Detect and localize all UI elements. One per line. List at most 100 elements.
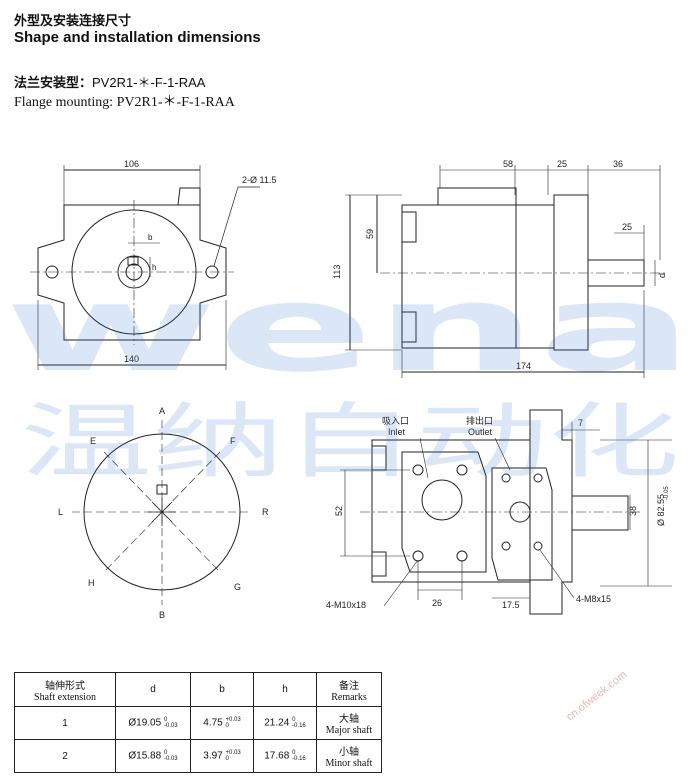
row1-b-up: +0.03 (225, 717, 241, 723)
row2-h-lo: -0.16 (292, 756, 306, 762)
outlet-bolt-3 (501, 541, 511, 551)
row2-remark-cn: 小轴 (339, 747, 359, 758)
row2-remark-en: Minor shaft (325, 758, 373, 769)
rear-view: A B E F L R H G (58, 406, 269, 620)
inlet-bolt-2 (456, 464, 468, 476)
dim-d: d (657, 273, 667, 278)
header-col5-en: Remarks (331, 691, 367, 703)
dim-59: 59 (365, 229, 375, 239)
row1-d-lo: -0.03 (163, 723, 178, 729)
port-view: 吸入口 Inlet 排出口 Outlet 7 52 38 Ø 82.55 -0.… (326, 409, 672, 615)
dim-58: 58 (503, 159, 513, 169)
row2-h: 17.68 0-0.16 (253, 739, 317, 773)
outlet-label-en: Outlet (468, 427, 493, 437)
row1-h-tol: 0-0.16 (292, 717, 306, 729)
row2-no: 2 (14, 739, 116, 773)
row1-d-up: 0 (163, 717, 168, 723)
inlet-label-en: Inlet (388, 427, 406, 437)
row1-remark-en: Major shaft (325, 725, 373, 736)
row1-b-lo: 0 (225, 723, 229, 729)
dim-38: 38 (628, 506, 638, 516)
outlet-bolt-4 (533, 541, 543, 551)
row2-h-tol: 0-0.16 (292, 750, 306, 762)
row1-remark-cn: 大轴 (339, 714, 359, 725)
rear-label-r: R (262, 507, 269, 517)
header-col1-cn: 轴伸形式 (45, 680, 85, 692)
side-bolt-bottom (401, 311, 417, 343)
row2-d: Ø15.88 0-0.03 (115, 739, 191, 773)
port-bolt-top (371, 445, 387, 471)
row2-h-val: 17.68 (264, 750, 290, 762)
rear-label-f: F (230, 436, 236, 446)
dim-25-shaft: 25 (622, 222, 632, 232)
header-col5-cn: 备注 (339, 680, 359, 692)
row1-d: Ø19.05 0-0.03 (115, 706, 191, 740)
inlet-bolt-1 (412, 464, 424, 476)
mounting-type-chinese: 法兰安装型：PV2R1-＊-F-1-RAA (14, 72, 205, 91)
side-view: 58 25 36 25 113 59 d 174 (332, 159, 667, 378)
row2-d-lo: -0.03 (163, 756, 178, 762)
dim-106: 106 (124, 159, 139, 169)
side-bolt-top (401, 211, 417, 243)
key-h-label: h (152, 263, 156, 272)
side-flange (553, 194, 589, 351)
row1-h-lo: -0.16 (292, 723, 306, 729)
front-body-outline (37, 204, 227, 341)
hole-callout: 2-Ø 11.5 (242, 175, 276, 185)
row1-h-val: 21.24 (264, 717, 290, 729)
row1-h-up: 0 (292, 717, 296, 723)
dim-pilot: Ø 82.55 (656, 494, 666, 526)
rear-label-e: E (90, 436, 96, 446)
dim-174: 174 (516, 361, 531, 371)
port-shaft (571, 495, 629, 531)
row2-d-up: 0 (163, 750, 168, 756)
rear-star (148, 498, 176, 526)
outlet-bolt-1 (501, 473, 511, 483)
title-chinese: 外型及安装连接尺寸 (14, 13, 132, 28)
mounting-label-cn: 法兰安装型： (14, 75, 93, 90)
rear-label-g: G (234, 582, 241, 592)
header-b: b (190, 672, 254, 707)
rear-key (156, 484, 168, 495)
side-rear-cover (401, 204, 517, 349)
header-col1-en: Shaft extension (34, 691, 96, 703)
front-view: 106 b h 2-Ø 11.5 140 (30, 159, 276, 370)
inlet-plate (401, 451, 487, 573)
row2-d-tol: 0-0.03 (164, 750, 178, 762)
dim-140: 140 (124, 354, 139, 364)
dim-25: 25 (557, 159, 567, 169)
dim-52: 52 (334, 506, 344, 516)
side-body-mid (515, 204, 555, 349)
dim-26: 26 (432, 598, 442, 608)
inlet-bolt-3 (412, 550, 424, 562)
row2-d-val: Ø15.88 (128, 750, 162, 762)
rear-label-a: A (159, 406, 165, 416)
dim-17-5: 17.5 (502, 600, 520, 610)
dim-36: 36 (613, 159, 623, 169)
row1-d-tol: 0-0.03 (164, 717, 178, 729)
inlet-label-cn: 吸入口 (382, 416, 409, 426)
hole-leader (213, 186, 239, 267)
row1-no: 1 (14, 706, 116, 740)
side-top-port (437, 187, 517, 206)
dim-7: 7 (578, 418, 583, 428)
key-b-label: b (148, 233, 153, 242)
outlet-bolt-2 (533, 473, 543, 483)
port-body (371, 439, 531, 583)
mounting-type-english: Flange mounting: PV2R1-＊-F-1-RAA (14, 95, 235, 110)
rear-label-h: H (88, 578, 95, 588)
callout-m10: 4-M10x18 (326, 600, 366, 610)
mounting-model-cn: PV2R1-＊-F-1-RAA (92, 75, 206, 90)
row2-b-lo: 0 (225, 756, 229, 762)
front-top-boss (177, 187, 201, 206)
shaft-key (127, 256, 139, 266)
